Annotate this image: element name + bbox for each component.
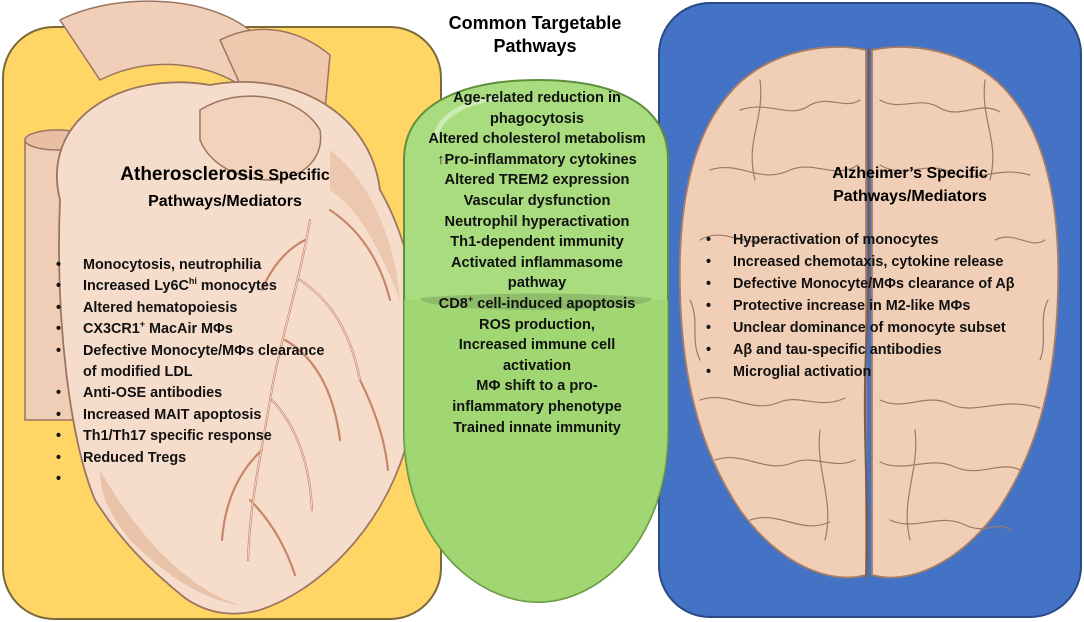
pathway-item: inflammatory phenotype: [452, 398, 622, 415]
list-item: Unclear dominance of monocyte subset: [706, 317, 1015, 339]
list-item: Increased chemotaxis, cytokine release: [706, 251, 1015, 273]
list-item: Th1/Th17 specific response: [56, 426, 324, 448]
pathway-item: Altered TREM2 expression: [444, 172, 630, 189]
pathway-item: MΦ shift to a pro-: [476, 378, 598, 395]
pathway-item: Th1-dependent immunity: [450, 234, 624, 251]
title-line-1: Alzheimer’s Specific: [832, 165, 988, 182]
pathway-item-cd8: CD8+ cell-induced apoptosis: [408, 294, 666, 315]
list-item: Microglial activation: [706, 361, 1015, 383]
pathway-item: pathway: [507, 275, 567, 292]
list-item: [56, 469, 324, 491]
title-big: Atherosclerosis: [120, 164, 264, 185]
list-item: Reduced Tregs: [56, 448, 324, 470]
pathway-item: Age-related reduction in: [453, 90, 621, 106]
atherosclerosis-list: Monocytosis, neutrophilia Increased Ly6C…: [56, 255, 324, 491]
list-item: Protective increase in M2-like MΦs: [706, 295, 1015, 317]
pathway-item: Trained innate immunity: [453, 419, 621, 436]
atherosclerosis-title: Atherosclerosis Specific Pathways/Mediat…: [95, 162, 355, 215]
pathway-item: Increased immune cell: [458, 337, 616, 354]
list-item: Hyperactivation of monocytes: [706, 229, 1015, 251]
pathway-item: Altered cholesterol metabolism: [428, 131, 646, 148]
pathway-item: ↑Pro-inflammatory cytokines: [437, 151, 637, 168]
list-item: CX3CR1+ MacAir MΦs: [56, 319, 324, 341]
list-item: Aβ and tau-specific antibodies: [706, 339, 1015, 361]
common-pathways-title: Common Targetable Pathways: [400, 12, 670, 58]
cd8-sup: +: [467, 294, 474, 305]
list-item: Increased MAIT apoptosis: [56, 405, 324, 427]
title-line-1: Common Targetable: [448, 13, 622, 33]
title-small: Specific: [268, 167, 330, 184]
cd8-text: cell-induced apoptosis: [477, 295, 636, 312]
list-item: Defective Monocyte/MΦs clearance of Aβ: [706, 273, 1015, 295]
pill-capsule: [403, 78, 669, 604]
alzheimers-list: Hyperactivation of monocytes Increased c…: [706, 229, 1015, 383]
title-line-2: Pathways/Mediators: [833, 188, 987, 205]
pathway-item: Vascular dysfunction: [463, 192, 611, 209]
cd8-prefix: CD8: [438, 295, 468, 312]
alzheimers-title: Alzheimer’s Specific Pathways/Mediators: [790, 162, 1030, 208]
common-pathways-list: Age-related reduction in phagocytosis Al…: [408, 88, 666, 438]
list-item: Monocytosis, neutrophilia: [56, 255, 324, 277]
pathway-item: activation: [502, 357, 572, 374]
title-line-2: Pathways: [493, 36, 577, 56]
title-line-2: Pathways/Mediators: [148, 193, 302, 210]
list-item: Altered hematopoiesis: [56, 298, 324, 320]
pathway-item: Activated inflammasome: [451, 254, 623, 271]
pathway-item: ROS production,: [479, 316, 595, 333]
list-item: Anti-OSE antibodies: [56, 383, 324, 405]
pathway-item: Neutrophil hyperactivation: [444, 213, 630, 230]
pathway-item: phagocytosis: [489, 110, 585, 127]
list-item: Increased Ly6Chi monocytes: [56, 276, 324, 298]
